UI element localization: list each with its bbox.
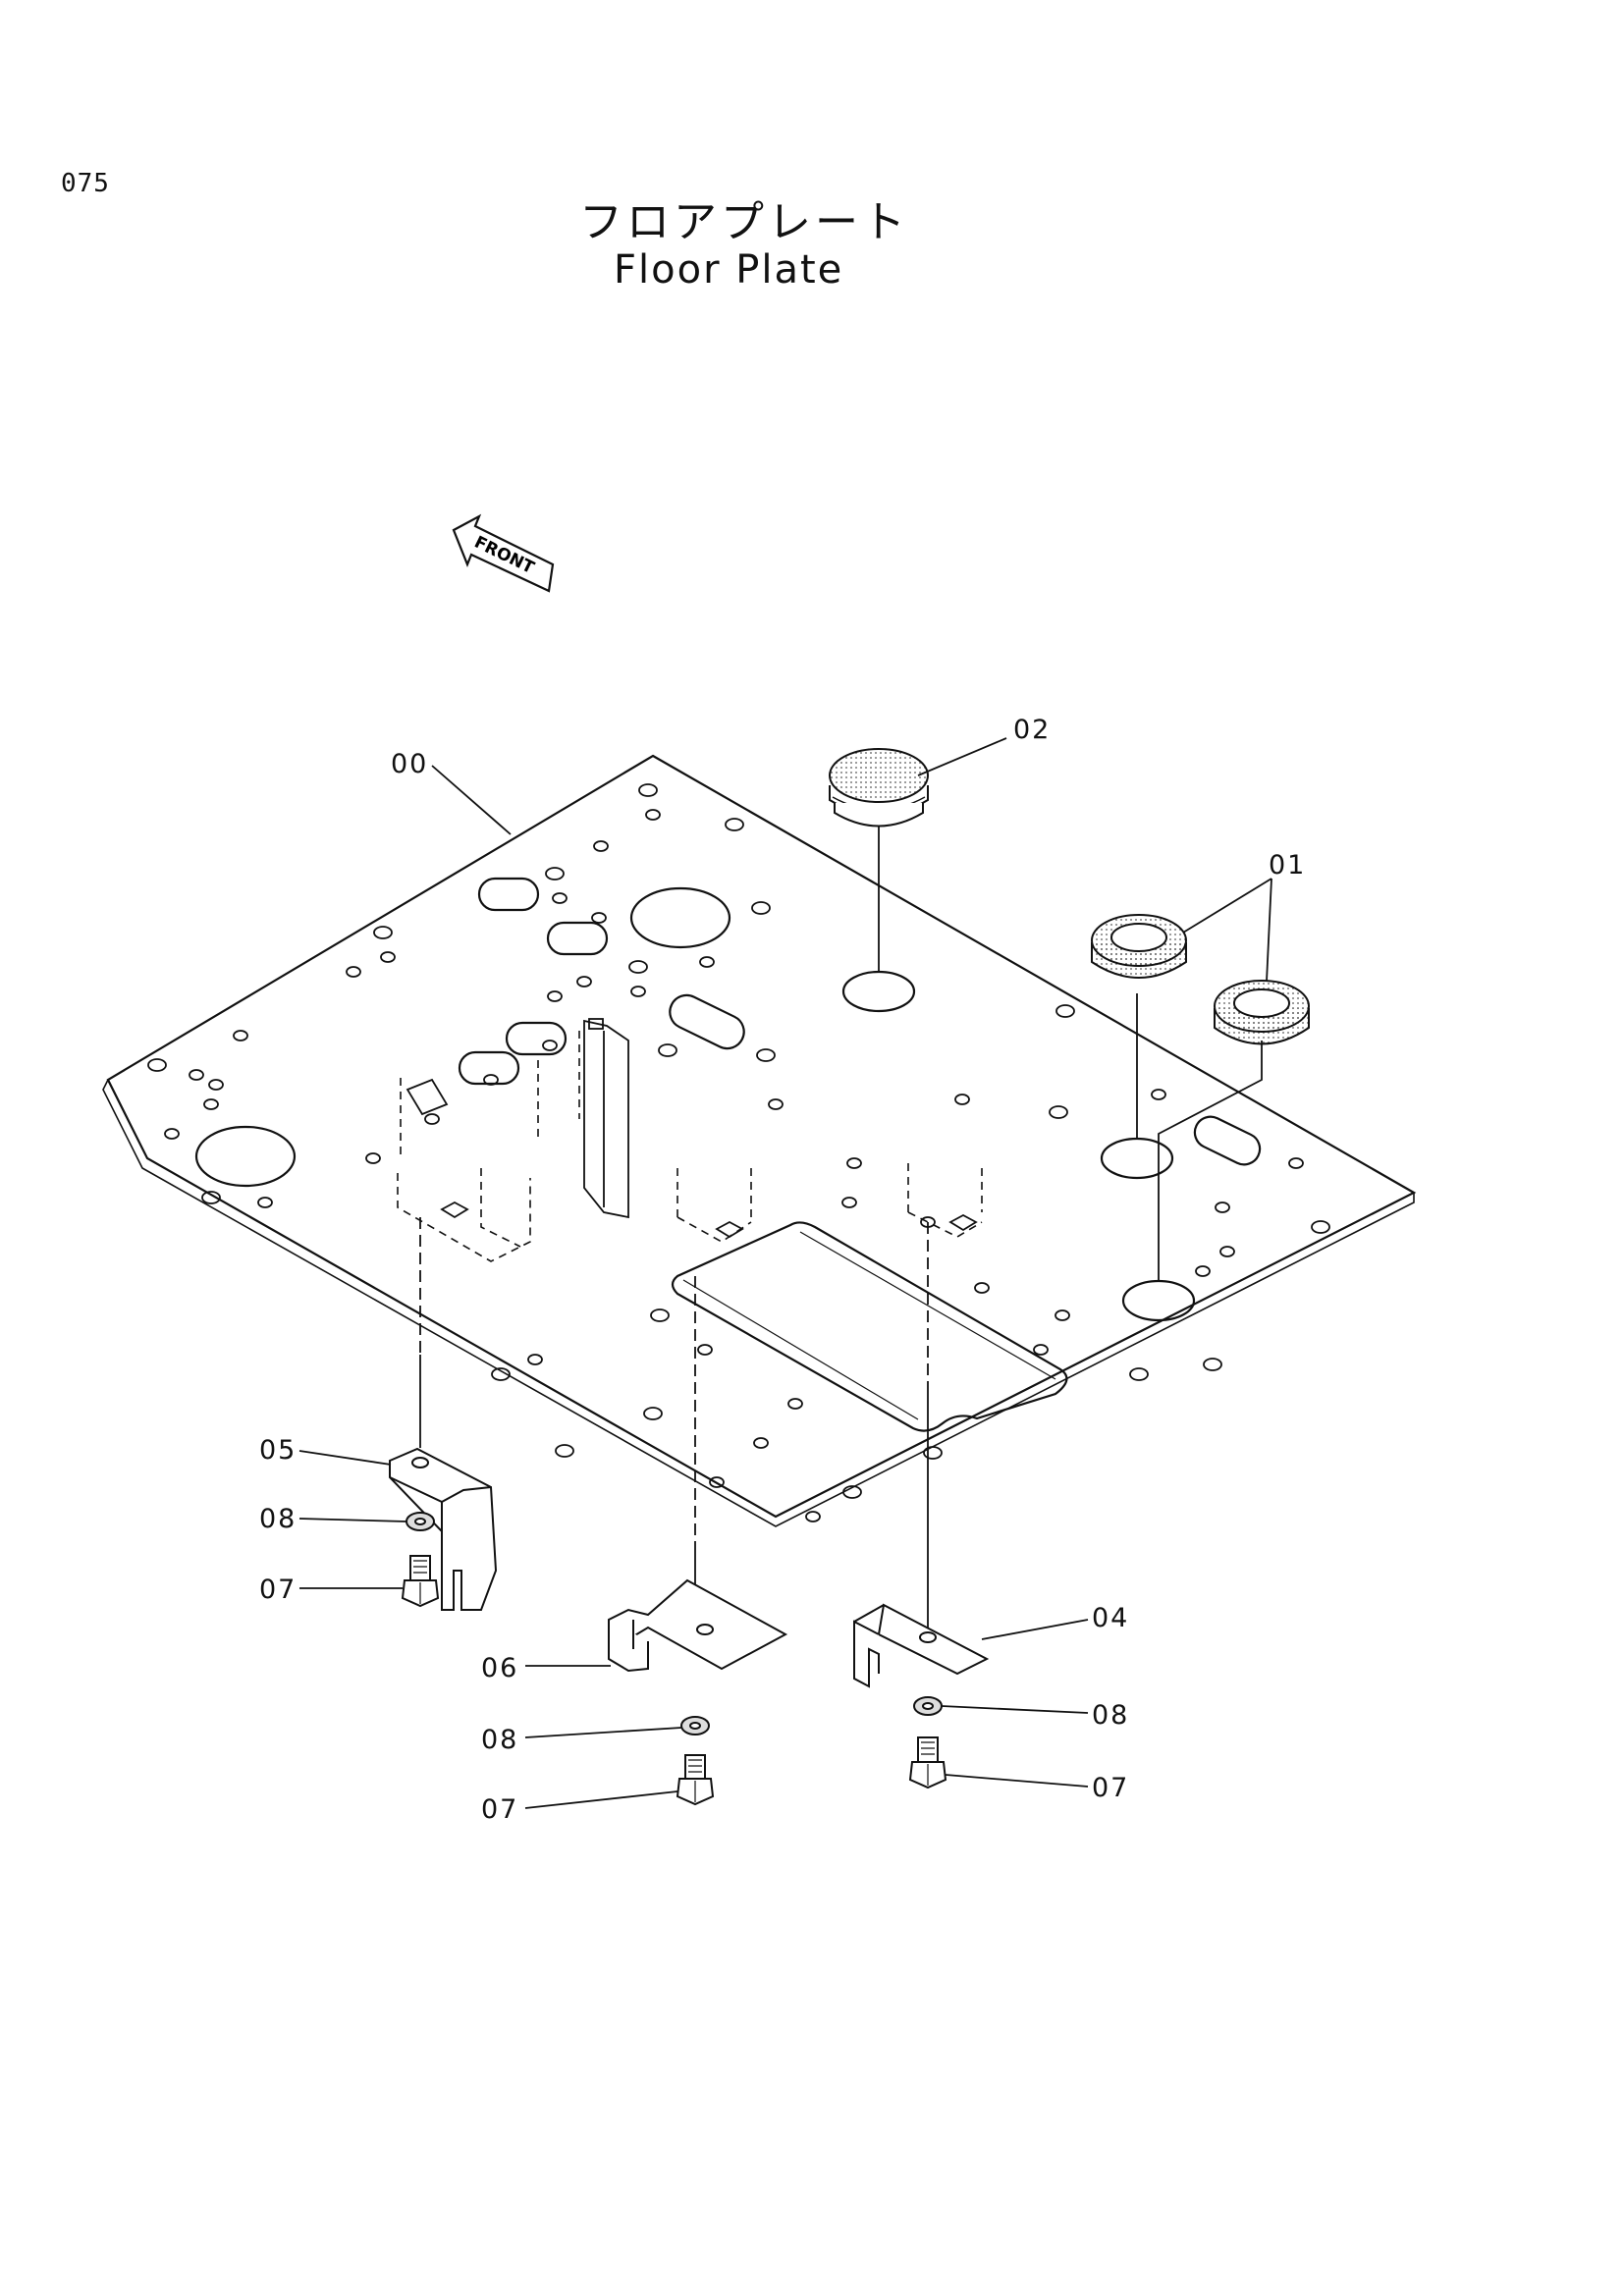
slot	[477, 877, 540, 912]
bolt-icon	[676, 1754, 715, 1806]
bracket-06	[608, 1578, 788, 1673]
slot	[1193, 1115, 1262, 1166]
bracket-04	[853, 1603, 990, 1688]
center-cutout	[671, 1221, 1068, 1432]
callout-07a: 07	[259, 1575, 297, 1605]
callout-04: 04	[1092, 1603, 1129, 1633]
callout-05: 05	[259, 1435, 297, 1466]
title-japanese: フロアプレート	[579, 197, 909, 247]
bolt-icon	[401, 1555, 440, 1608]
page-number: 075	[61, 169, 110, 198]
callout-02: 02	[1013, 715, 1051, 745]
callout-08a: 08	[259, 1504, 297, 1534]
front-arrow-icon: FRONT	[452, 513, 555, 593]
grommet-hole	[1100, 1137, 1174, 1180]
washer-icon	[680, 1716, 710, 1735]
callout-07b: 07	[481, 1794, 518, 1825]
callout-00: 00	[391, 749, 428, 779]
plug-part	[829, 748, 929, 828]
slot	[505, 1021, 568, 1056]
floor-plate	[102, 754, 1417, 1527]
grommet-hole	[1121, 1279, 1196, 1322]
callout-06: 06	[481, 1653, 518, 1683]
leader-lines	[298, 737, 1272, 1809]
callout-08c: 08	[1092, 1700, 1129, 1731]
callout-08b: 08	[481, 1725, 518, 1755]
title-english: Floor Plate	[614, 247, 844, 293]
grommet-hole	[841, 970, 916, 1013]
callout-01: 01	[1269, 850, 1306, 881]
grommet-part	[1091, 914, 1187, 979]
large-hole	[629, 886, 731, 949]
washer-icon	[406, 1512, 435, 1531]
bracket-05	[389, 1447, 498, 1611]
grommet-part	[1214, 980, 1310, 1045]
slot	[669, 993, 745, 1050]
slot	[546, 921, 609, 956]
washer-icon	[913, 1696, 943, 1716]
bolt-icon	[908, 1736, 947, 1789]
large-hole	[194, 1125, 297, 1188]
callout-07c: 07	[1092, 1773, 1129, 1803]
slot	[458, 1050, 520, 1086]
